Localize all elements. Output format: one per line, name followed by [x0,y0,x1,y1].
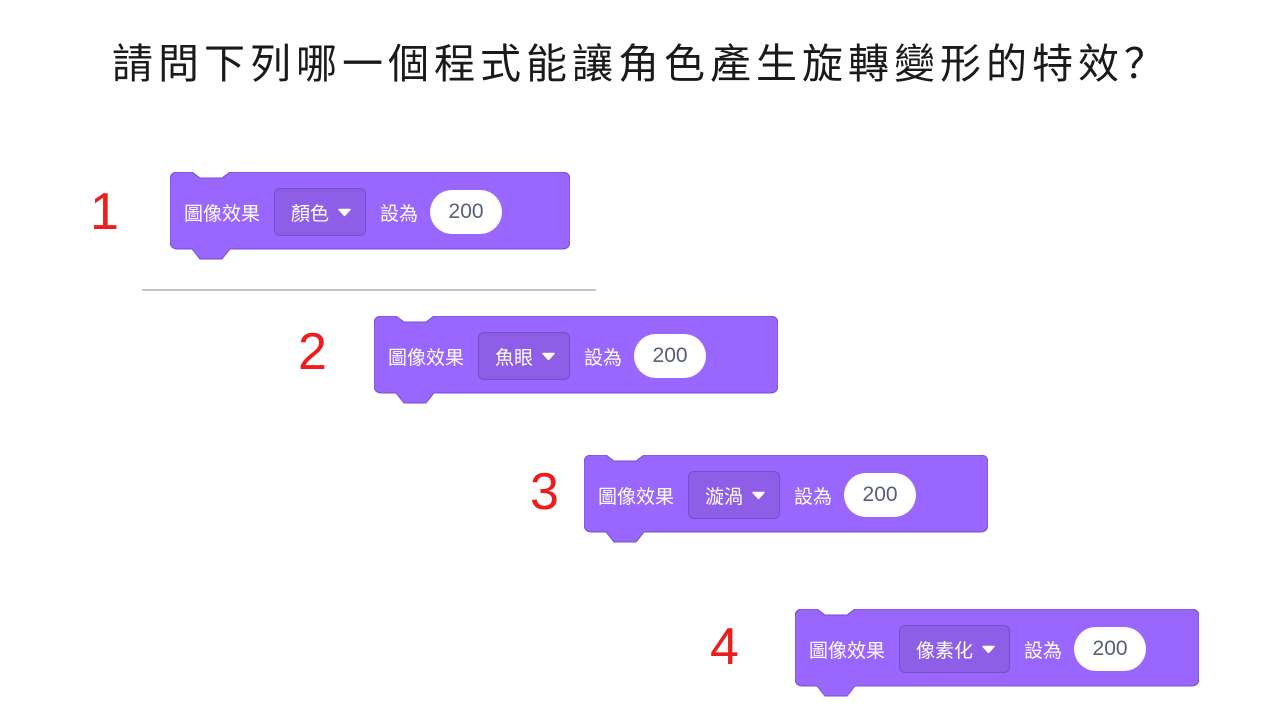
value-input[interactable]: 200 [430,190,503,234]
set-label: 設為 [584,346,623,369]
dropdown-value: 魚眼 [495,346,534,369]
option-block-2[interactable]: 圖像效果 魚眼 設為 200 [374,316,778,404]
dropdown-value: 漩渦 [705,485,744,508]
option-number-2: 2 [298,323,327,381]
value-text: 200 [1092,637,1128,660]
set-label: 設為 [380,202,419,225]
dropdown-value: 像素化 [916,639,974,662]
option-block-3[interactable]: 圖像效果 漩渦 設為 200 [584,455,988,543]
value-input[interactable]: 200 [844,473,917,517]
option-number-4: 4 [710,618,739,676]
block-label: 圖像效果 [598,485,675,508]
dropdown-arrow-icon [752,491,765,499]
option-block-4[interactable]: 圖像效果 像素化 設為 200 [795,609,1199,697]
block-label: 圖像效果 [809,639,886,662]
set-label: 設為 [794,485,833,508]
option-number-3: 3 [530,463,559,521]
effect-dropdown[interactable]: 顏色 [274,188,367,236]
value-input[interactable]: 200 [634,334,707,378]
value-text: 200 [448,200,484,223]
dropdown-arrow-icon [542,352,555,360]
block-label: 圖像效果 [184,202,261,225]
effect-dropdown[interactable]: 漩渦 [688,471,781,519]
value-text: 200 [862,483,898,506]
dropdown-value: 顏色 [291,202,330,225]
option-number-1: 1 [90,183,119,241]
value-text: 200 [652,344,688,367]
value-input[interactable]: 200 [1074,627,1147,671]
dropdown-arrow-icon [338,208,351,216]
effect-dropdown[interactable]: 魚眼 [478,332,571,380]
question-text: 請問下列哪一個程式能讓角色產生旋轉變形的特效？ [112,40,1170,88]
option-block-1[interactable]: 圖像效果 顏色 設為 200 [170,172,570,260]
divider-line [142,289,596,291]
block-label: 圖像效果 [388,346,465,369]
set-label: 設為 [1024,639,1063,662]
dropdown-arrow-icon [982,645,995,653]
effect-dropdown[interactable]: 像素化 [899,625,1011,673]
